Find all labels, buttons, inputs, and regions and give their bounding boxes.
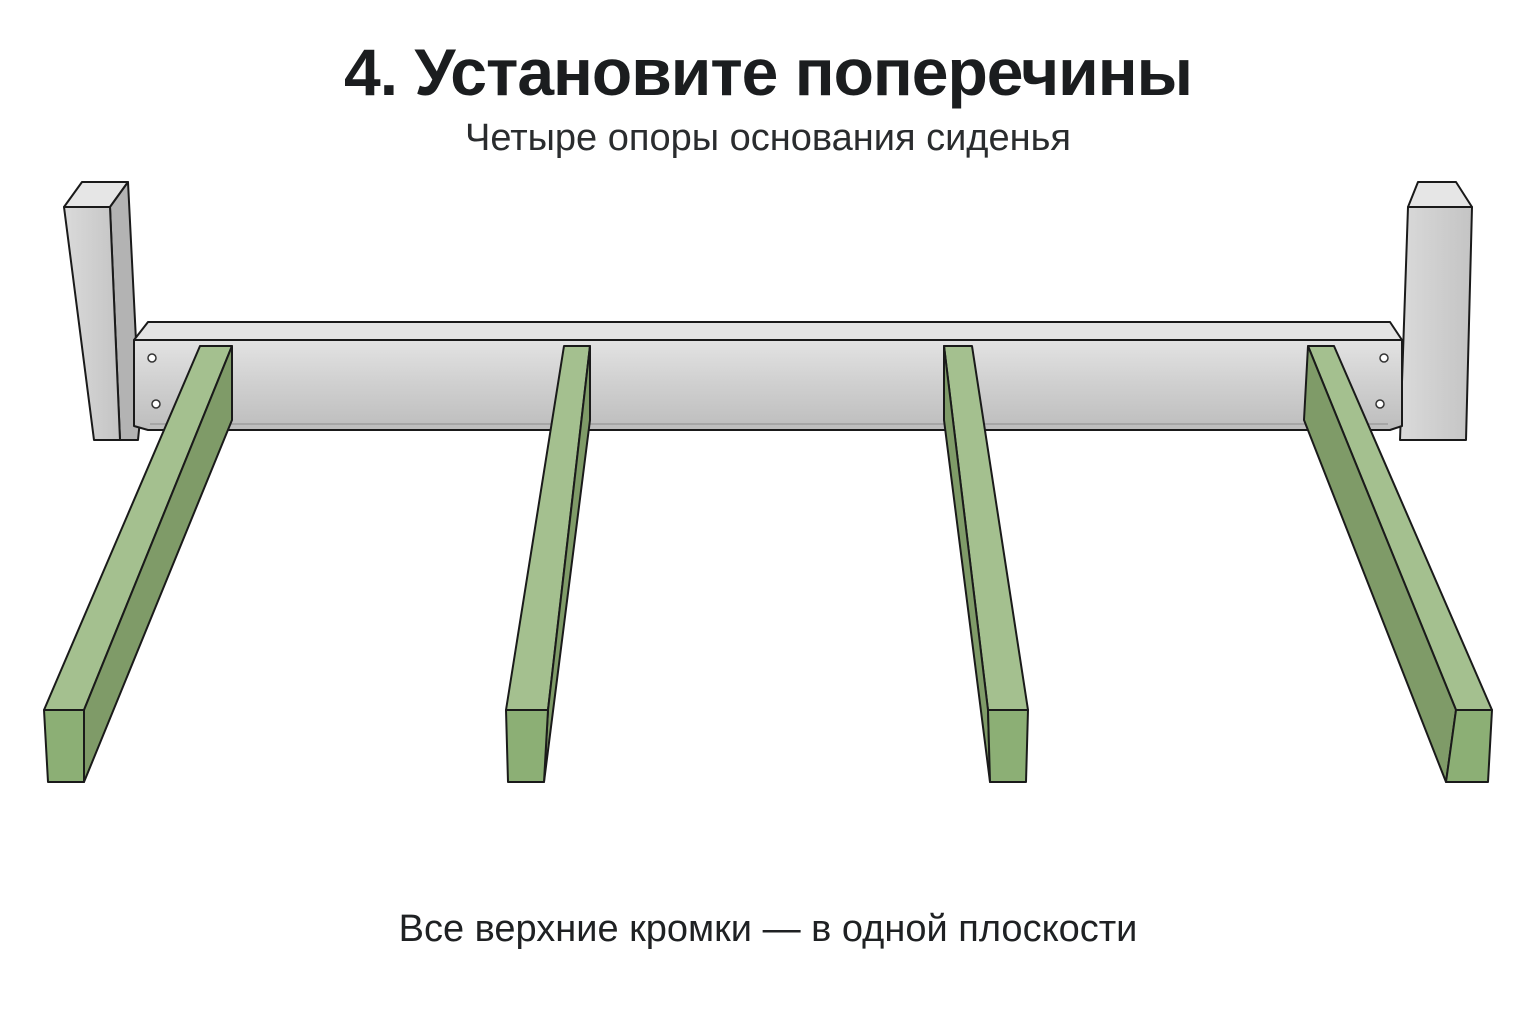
right-post	[1399, 181, 1473, 441]
footer-caption: Все верхние кромки — в одной плоскости	[398, 908, 1138, 950]
crossbar-1	[43, 345, 233, 783]
screw-hole-icon	[1379, 353, 1389, 363]
screw-hole-icon	[1375, 399, 1385, 409]
crossbar-2	[505, 345, 591, 783]
back-rail	[133, 321, 1403, 431]
page-subtitle: Четыре опоры основания сиденья	[465, 117, 1071, 159]
page-title: 4. Установите поперечины	[344, 35, 1193, 109]
screw-holes	[147, 353, 1389, 409]
crossbar-3	[943, 345, 1029, 783]
left-post	[63, 181, 141, 441]
screw-hole-icon	[147, 353, 157, 363]
screw-hole-icon	[151, 399, 161, 409]
crossbar-4	[1303, 345, 1493, 783]
